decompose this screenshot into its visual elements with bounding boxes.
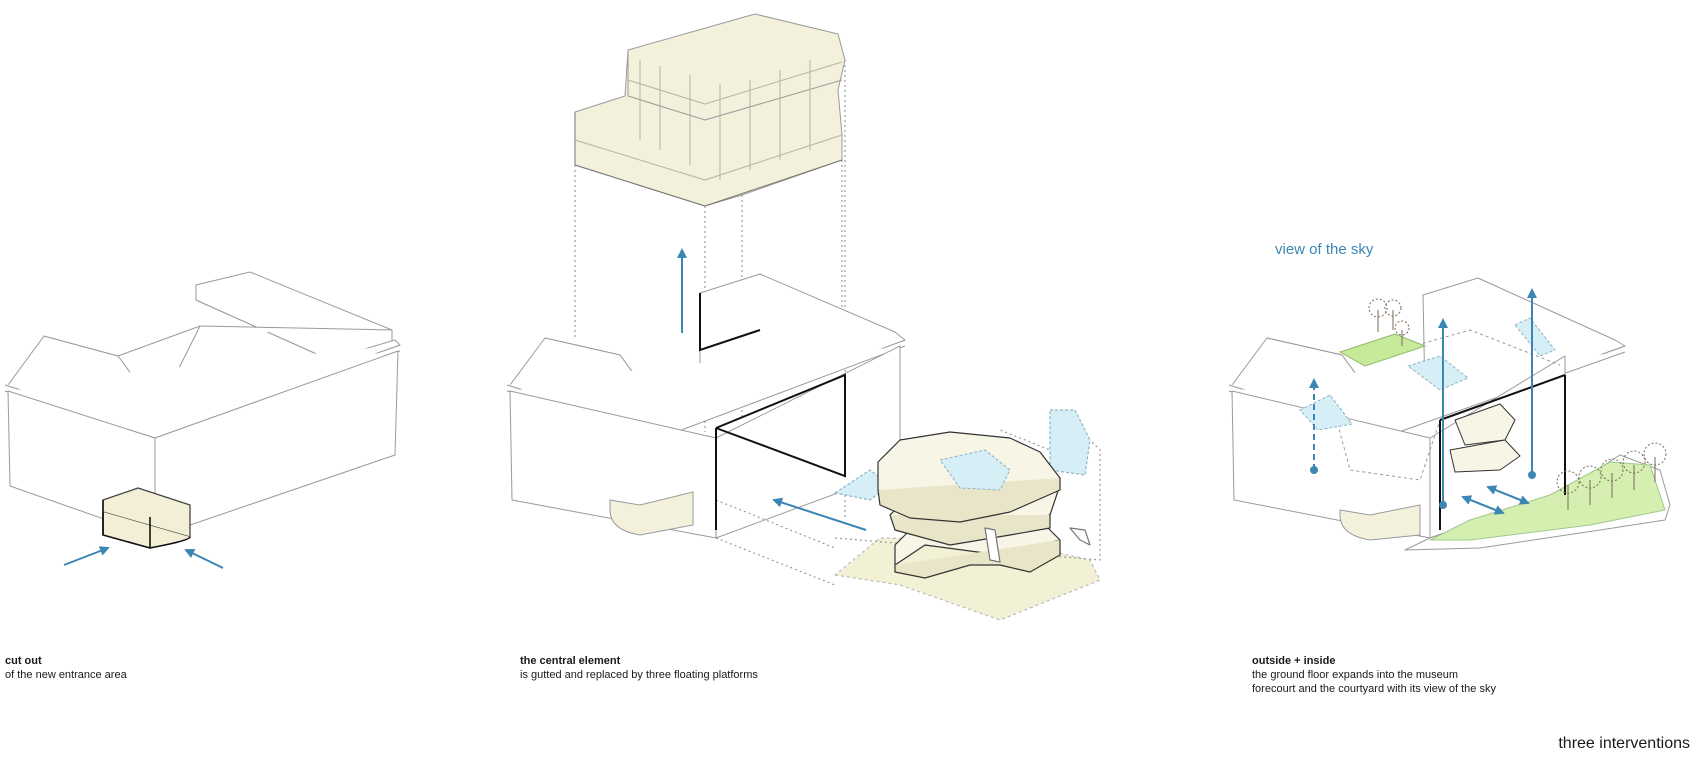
movement-arrows [677,248,867,531]
building-cutout-diagram [4,271,401,549]
caption-text: forecourt and the courtyard with its vie… [1252,683,1496,695]
void-outline-3 [1439,374,1566,530]
caption-outside-inside: outside + inside the ground floor expand… [1252,654,1496,696]
sky-arrows [1309,288,1537,509]
sky-label: view of the sky [1275,241,1374,258]
glass-elements [939,449,1011,491]
floating-platforms [834,409,1101,621]
caption-cut-out: cut out of the new entrance area [5,654,127,682]
building-central-diagram [506,13,906,586]
caption-text: is gutted and replaced by three floating… [520,669,758,681]
caption-title: outside + inside [1252,655,1336,667]
caption-text: of the new entrance area [5,669,127,681]
inner-platforms [1449,403,1521,473]
entrance-cutout-3 [1339,504,1421,541]
caption-title: the central element [520,655,621,667]
void-outline [699,293,846,530]
footer-title: three interventions [1558,735,1690,752]
entrance-arrows [63,546,224,569]
entrance-cutout [609,491,694,536]
caption-text: the ground floor expands into the museum [1252,669,1459,681]
forecourt-arrows [1461,485,1530,515]
courtyard-greens [1338,333,1666,541]
caption-central-element: the central element is gutted and replac… [520,654,758,682]
caption-title: cut out [5,655,42,667]
trees [1368,298,1667,510]
